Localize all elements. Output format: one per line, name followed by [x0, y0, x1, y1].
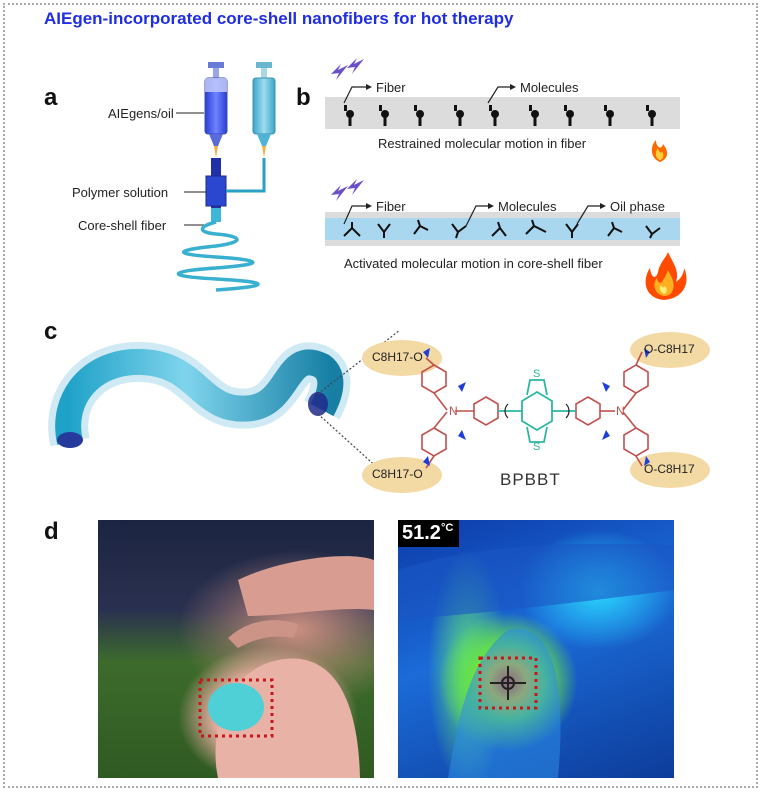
light-icon-bottom [331, 179, 364, 201]
oil-blob-2 [362, 457, 442, 493]
label-oil-phase: Oil phase [610, 199, 665, 214]
atom-s-top: S [533, 368, 541, 380]
oil-blob-4 [630, 452, 710, 488]
label-aiegens-oil: AIEgens/oil [108, 106, 174, 121]
atom-n-right: N [616, 404, 625, 418]
figure-title: AIEgen-incorporated core-shell nanofiber… [44, 9, 514, 28]
thermal-marker-box [478, 656, 538, 710]
light-icon-top [331, 58, 364, 80]
label-core-shell-fiber: Core-shell fiber [78, 218, 167, 233]
fiber-coil [176, 220, 260, 292]
label-fiber-top: Fiber [376, 80, 406, 95]
oil-blob-1 [362, 340, 442, 376]
syringe-aiegen [204, 62, 228, 158]
thermal-image: 51.2°C [398, 520, 674, 778]
temperature-unit: °C [440, 522, 454, 534]
panel-c-letter: c [44, 318, 58, 345]
temperature-readout: 51.2°C [398, 520, 460, 547]
label-fiber-bottom: Fiber [376, 199, 406, 214]
knee-photo [98, 520, 374, 778]
panel-d-letter: d [44, 518, 59, 545]
atom-s-bottom: S [533, 441, 541, 453]
label-polymer-solution: Polymer solution [72, 185, 169, 200]
caption-restrained: Restrained molecular motion in fiber [378, 136, 587, 151]
fiber-patch [208, 683, 264, 731]
substituent-bottom-left: C8H17-O [372, 467, 423, 481]
atom-n-left: N [449, 404, 458, 418]
figure-frame [3, 3, 758, 788]
syringe-polymer [252, 62, 276, 158]
flame-icon-large [645, 252, 687, 300]
compound-name: BPBBT [500, 470, 561, 489]
label-molecules-top: Molecules [520, 80, 579, 95]
patch-marker-box [198, 678, 274, 738]
panel-a-letter: a [44, 84, 58, 111]
substituent-bottom-right: O-C8H17 [644, 462, 695, 476]
activated-molecules [343, 219, 661, 239]
label-molecules-bottom: Molecules [498, 199, 557, 214]
substituent-top-left: C8H17-O [372, 350, 423, 364]
oil-phase-core [325, 218, 680, 240]
substituent-top-right: O-C8H17 [644, 342, 695, 356]
temperature-value: 51.2 [402, 522, 441, 544]
panel-b-letter: b [296, 84, 311, 111]
caption-activated: Activated molecular motion in core-shell… [344, 256, 603, 271]
oil-blob-3 [630, 332, 710, 368]
flame-icon-small [651, 140, 668, 162]
restrained-molecules [344, 105, 656, 126]
